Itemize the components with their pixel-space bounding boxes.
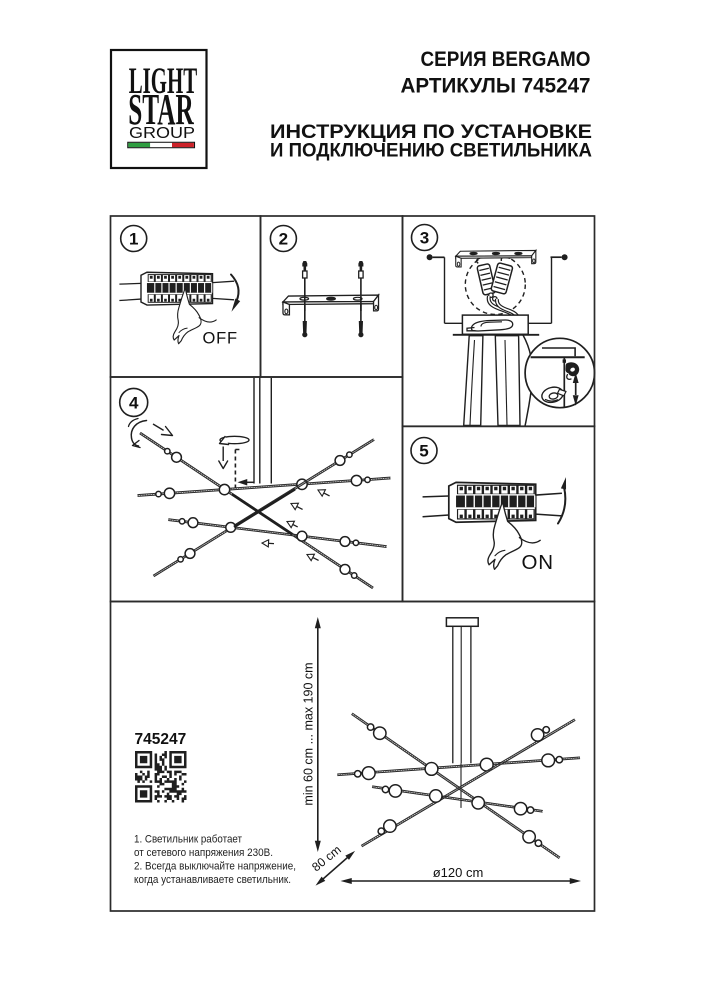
svg-text:СЕРИЯ BERGAMO: СЕРИЯ BERGAMO (421, 47, 591, 71)
svg-text:ø120 cm: ø120 cm (433, 865, 484, 880)
svg-text:STAR: STAR (128, 86, 194, 135)
svg-text:от сетевого напряжения 230В.: от сетевого напряжения 230В. (134, 847, 273, 859)
svg-text:2: 2 (279, 230, 288, 249)
svg-text:1. Светильник работает: 1. Светильник работает (134, 834, 242, 846)
svg-text:2. Всегда выключайте напряжени: 2. Всегда выключайте напряжение, (134, 860, 296, 872)
svg-text:АРТИКУЛЫ 745247: АРТИКУЛЫ 745247 (401, 74, 591, 98)
svg-text:1: 1 (129, 230, 138, 249)
svg-text:5: 5 (419, 442, 428, 461)
svg-text:OFF: OFF (203, 330, 238, 348)
svg-text:GROUP: GROUP (129, 125, 195, 142)
svg-text:min 60 cm ... max 190 cm: min 60 cm ... max 190 cm (302, 662, 316, 805)
svg-text:745247: 745247 (135, 731, 187, 748)
svg-text:И ПОДКЛЮЧЕНИЮ СВЕТИЛЬНИКА: И ПОДКЛЮЧЕНИЮ СВЕТИЛЬНИКА (270, 140, 592, 162)
svg-text:3: 3 (420, 229, 429, 248)
svg-text:4: 4 (129, 393, 139, 412)
svg-text:ON: ON (522, 551, 554, 574)
svg-text:LIGHT: LIGHT (129, 61, 198, 101)
svg-text:когда устанавливаете светильни: когда устанавливаете светильник. (134, 874, 291, 886)
svg-text:ИНСТРУКЦИЯ ПО УСТАНОВКЕ: ИНСТРУКЦИЯ ПО УСТАНОВКЕ (270, 121, 592, 143)
